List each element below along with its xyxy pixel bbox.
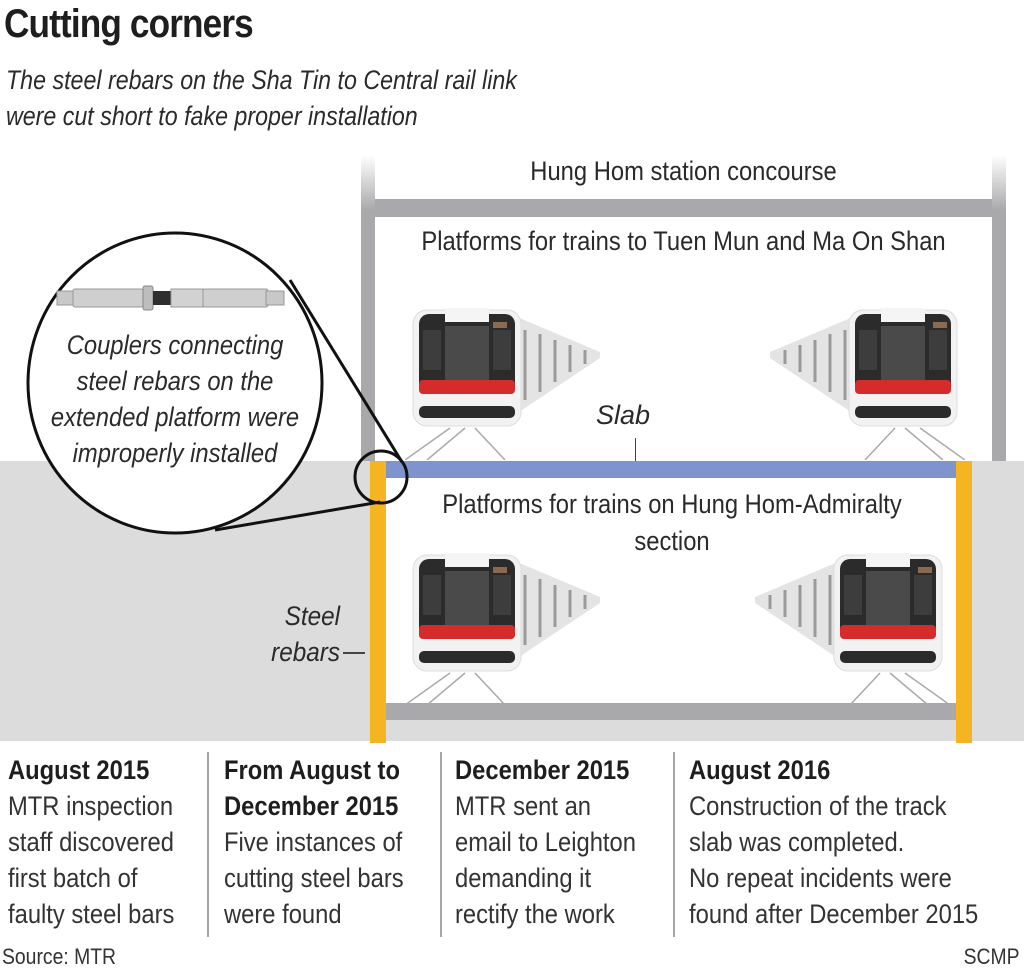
timeline-divider [207, 752, 209, 937]
lower-platform-label: Platforms for trains on Hung Hom-Admiral… [442, 489, 902, 556]
slab-leader-line [635, 438, 636, 461]
timeline-entry-3: December 2015 MTR sent an email to Leigh… [455, 752, 636, 932]
slab [386, 461, 958, 478]
steel-rebar-right [956, 461, 972, 743]
timeline-date: August 2015 [8, 755, 150, 785]
steel-rebars-label: Steel rebars [271, 601, 340, 667]
publisher-credit: SCMP [964, 944, 1020, 969]
infographic-subtitle: The steel rebars on the Sha Tin to Centr… [6, 62, 517, 134]
timeline-date: December 2015 [455, 755, 630, 785]
subtitle-line-2: were cut short to fake proper installati… [6, 101, 418, 131]
timeline-date: From August to [224, 755, 400, 785]
train-icon-upper-left [405, 308, 600, 460]
callout-text: Couplers connecting steel rebars on the … [50, 330, 300, 468]
lower-platform-floor [386, 703, 958, 720]
concourse-label: Hung Hom station concourse [530, 156, 837, 186]
station-wall-right [992, 155, 1006, 461]
slab-label: Slab [596, 400, 651, 430]
timeline-date: August 2016 [689, 755, 831, 785]
train-icon-upper-right [770, 308, 965, 460]
subtitle-line-1: The steel rebars on the Sha Tin to Centr… [6, 65, 517, 95]
rebars-leader-line [343, 652, 365, 654]
timeline-entry-2: From August to December 2015 Five instan… [224, 752, 404, 932]
coupler-icon [56, 285, 285, 311]
timeline-divider [440, 752, 442, 937]
steel-rebar-left [370, 461, 386, 743]
source-note: Source: MTR [2, 944, 117, 969]
timeline-divider [673, 752, 675, 937]
train-icon-lower-right [755, 553, 950, 705]
timeline-entry-4: August 2016 Construction of the track sl… [689, 752, 978, 932]
infographic-title: Cutting corners [4, 2, 254, 46]
train-icon-lower-left [405, 553, 600, 705]
concourse-floor [375, 199, 992, 217]
timeline-entry-1: August 2015 MTR inspection staff discove… [8, 752, 174, 932]
upper-platform-label: Platforms for trains to Tuen Mun and Ma … [421, 226, 946, 256]
station-wall-left [361, 155, 375, 461]
